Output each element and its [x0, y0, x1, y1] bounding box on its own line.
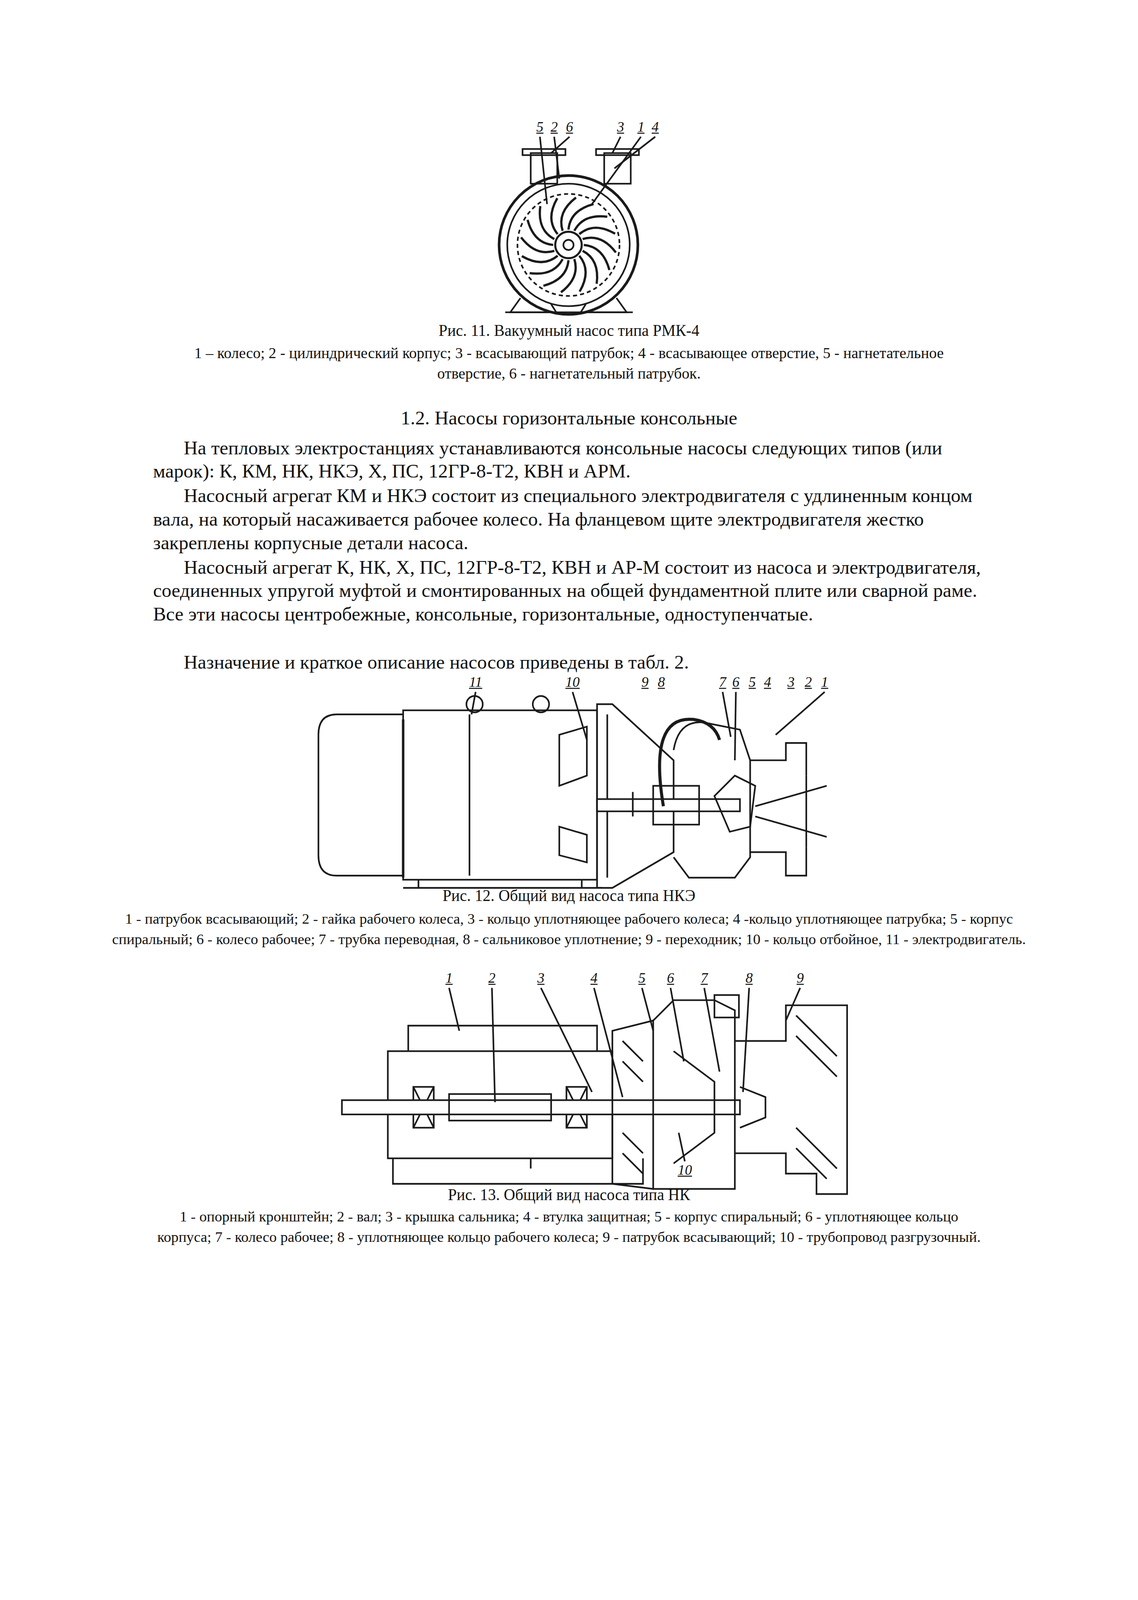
- body-paragraph: Назначение и краткое описание насосов пр…: [152, 650, 1001, 674]
- impeller-blade: [551, 198, 558, 235]
- callout-number: 7: [699, 971, 709, 986]
- section-heading: 1.2. Насосы горизонтальные консольные: [204, 406, 935, 431]
- callout-number: 4: [650, 120, 660, 135]
- callout-number: 1: [636, 120, 646, 135]
- callout-number: 6: [731, 675, 741, 690]
- callout-number: 9: [640, 675, 650, 690]
- callout-number: 8: [656, 675, 666, 690]
- impeller-blade: [579, 227, 616, 235]
- impeller-blade: [579, 255, 586, 292]
- figure-caption: Рис. 12. Общий вид насоса типа НКЭ: [255, 886, 883, 907]
- vacuum-pump-drawing: [498, 136, 656, 315]
- figure-caption: Рис. 11. Вакуумный насос типа РМК-4: [255, 320, 883, 341]
- callout-number: 5: [747, 675, 757, 690]
- callout-number: 3: [615, 120, 626, 135]
- nke-pump-drawing: [318, 691, 828, 888]
- callout-number: 2: [487, 971, 497, 986]
- callout-number: 10: [676, 1163, 694, 1178]
- figure-caption: Рис. 13. Общий вид насоса типа НК: [255, 1184, 883, 1206]
- callout-number: 6: [564, 120, 574, 135]
- body-paragraph: Насосный агрегат К, НК, Х, ПС, 12ГР-8-Т2…: [152, 555, 1001, 626]
- callout-number: 10: [564, 675, 581, 690]
- callout-number: 4: [589, 971, 599, 986]
- callout-number: 6: [665, 971, 675, 986]
- callout-number: 7: [718, 675, 728, 690]
- callout-number: 1: [444, 971, 454, 986]
- callout-number: 9: [795, 971, 805, 986]
- callout-number: 3: [786, 675, 796, 690]
- callout-number: 8: [744, 971, 754, 986]
- callout-number: 2: [549, 120, 559, 135]
- callout-number: 1: [820, 675, 830, 690]
- impeller-blade: [582, 237, 616, 253]
- figure-legend: 1 – колесо; 2 - цилиндрический корпус; 3…: [168, 342, 970, 384]
- body-paragraph: Насосный агрегат КМ и НКЭ состоит из спе…: [152, 483, 1001, 555]
- body-paragraph: На тепловых электростанциях устанавливаю…: [152, 435, 1001, 483]
- impeller-blade: [522, 255, 558, 262]
- nk-pump-drawing: [341, 987, 848, 1194]
- callout-number: 3: [536, 971, 546, 986]
- figure-legend: 1 - патрубок всасывающий; 2 - гайка рабо…: [102, 908, 1036, 950]
- callout-number: 2: [803, 675, 813, 690]
- callout-number: 5: [637, 971, 647, 986]
- callout-number: 4: [763, 675, 773, 690]
- figure-legend: 1 - опорный кронштейн; 2 - вал; 3 - крыш…: [152, 1206, 985, 1248]
- callout-number: 5: [535, 120, 545, 135]
- callout-number: 11: [468, 675, 484, 690]
